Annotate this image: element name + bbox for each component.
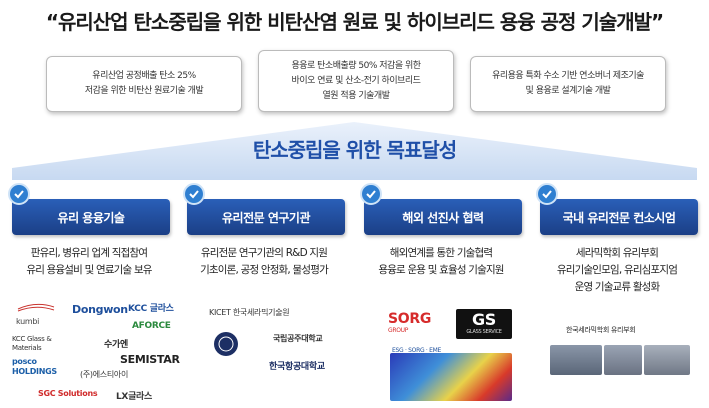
goal-banner: 탄소중립을 위한 목표달성: [12, 120, 697, 180]
column-3-line-2: 용융로 운용 및 효율성 기술지원: [378, 264, 504, 276]
column-3-line-1: 해외연계를 통한 기술협력: [389, 247, 493, 259]
column-2-line-1: 유리전문 연구기관의 R&D 지원: [200, 247, 328, 259]
goal-1-line-2: 저감을 위한 비탄산 원료기술 개발: [84, 86, 204, 96]
column-overseas: 해외 선진사 협력 해외연계를 통한 기술협력 용융로 운용 및 효율성 기술지…: [360, 183, 522, 408]
category-button-research[interactable]: 유리전문 연구기관: [187, 199, 345, 235]
furnace-simulation-image: [390, 353, 512, 401]
semistar-logo: SEMISTAR: [120, 353, 180, 366]
check-icon: [8, 183, 30, 205]
column-2-description: 유리전문 연구기관의 R&D 지원 기초이론, 공정 안정화, 물성평가: [179, 245, 349, 279]
goal-boxes: 유리산업 공정배출 탄소 25% 저감을 위한 비탄산 원료기술 개발 용융로 …: [0, 50, 709, 114]
seminar-photo-2: [604, 345, 642, 375]
column-4-description: 세라믹학회 유리부회 유리기술인모임, 유리심포지엄 운영 기술교류 활성화: [532, 245, 702, 296]
kumbi-logo: kumbi: [16, 301, 56, 326]
kumbi-mark: [17, 303, 55, 312]
kcers-logo: 한국세라믹학회 유리부회: [566, 326, 636, 334]
category-button-consortium[interactable]: 국내 유리전문 컨소시엄: [540, 199, 698, 235]
goal-2-line-1: 용융로 탄소배출량 50% 저감을 위한: [291, 60, 421, 71]
column-1-line-2: 유리 용융설비 및 연료기술 보유: [26, 264, 152, 276]
check-icon: [183, 183, 205, 205]
goal-box-1: 유리산업 공정배출 탄소 25% 저감을 위한 비탄산 원료기술 개발: [46, 56, 242, 112]
column-1-description: 판유리, 병유리 업계 직접참여 유리 용융설비 및 연료기술 보유: [4, 245, 174, 279]
kumbi-text: kumbi: [16, 317, 40, 326]
snu-emblem: [213, 331, 239, 359]
check-icon: [536, 183, 558, 205]
kcc-logo: KCC 글라스: [128, 304, 174, 314]
kicet-logo: KICET 한국세라믹기술원: [209, 308, 290, 317]
sgc-logo: SGC Solutions: [38, 389, 98, 398]
sugaeng-logo: 수가엔: [104, 340, 128, 350]
column-research: 유리전문 연구기관 유리전문 연구기관의 R&D 지원 기초이론, 공정 안정화…: [183, 183, 345, 408]
kongju-logo: 국립공주대학교: [273, 334, 323, 343]
column-1-line-1: 판유리, 병유리 업계 직접참여: [30, 247, 148, 259]
seminar-photo-3: [644, 345, 690, 375]
goal-3-line-2: 및 용융로 설계기술 개발: [525, 86, 611, 96]
banner-background: [12, 122, 697, 180]
goal-1-line-1: 유리산업 공정배출 탄소 25%: [92, 71, 196, 81]
sti-logo: (주)에스티아이: [80, 370, 129, 379]
column-2-line-2: 기초이론, 공정 안정화, 물성평가: [200, 264, 329, 276]
goal-2-line-2: 바이오 연료 및 산소-전기 하이브리드: [291, 75, 421, 86]
gs-text: GS: [471, 310, 497, 329]
aforce-logo: AFORCE: [132, 321, 171, 331]
gs-sub-text: GLASS SERVICE: [466, 329, 502, 335]
column-glass-melting: 유리 용융기술 판유리, 병유리 업계 직접참여 유리 용융설비 및 연료기술 …: [8, 183, 180, 408]
category-button-glass-melting[interactable]: 유리 용융기술: [12, 199, 170, 235]
sorg-logo: SORG GROUP: [388, 311, 431, 334]
goal-3-line-1: 유리용융 특화 수소 기반 연소버너 제조기술: [492, 71, 644, 81]
kcc-materials-logo: KCC Glass & Materials: [12, 335, 52, 352]
column-4-line-2: 유리기술인모임, 유리심포지엄: [556, 264, 678, 276]
main-title: “유리산업 탄소중립을 위한 비탄산염 원료 및 하이브리드 용융 공정 기술개…: [45, 10, 664, 34]
kau-logo: 한국항공대학교: [269, 362, 325, 372]
column-4-line-1: 세라믹학회 유리부회: [575, 247, 659, 259]
sorg-text: SORG: [388, 311, 432, 327]
column-consortium: 국내 유리전문 컨소시엄 세라믹학회 유리부회 유리기술인모임, 유리심포지엄 …: [536, 183, 698, 408]
goal-2-line-3: 열원 적용 기술개발: [322, 90, 390, 101]
seminar-photo-1: [550, 345, 602, 375]
dongwon-logo: Dongwon: [72, 303, 128, 316]
lx-logo: LX글라스: [116, 392, 153, 402]
banner-title: 탄소중립을 위한 목표달성: [252, 138, 457, 162]
sorg-sub-text: GROUP: [388, 327, 409, 334]
check-icon: [360, 183, 382, 205]
emblem-icon: [214, 332, 238, 356]
category-button-overseas[interactable]: 해외 선진사 협력: [364, 199, 522, 235]
column-3-description: 해외연계를 통한 기술협력 용융로 운용 및 효율성 기술지원: [356, 245, 526, 279]
esg-logo: ESG · SORG · EME: [392, 347, 442, 354]
column-4-line-3: 운영 기술교류 활성화: [574, 281, 661, 293]
posco-logo: posco HOLDINGS: [12, 357, 57, 376]
goal-box-3: 유리용융 특화 수소 기반 연소버너 제조기술 및 용융로 설계기술 개발: [470, 56, 666, 112]
goal-box-2: 용융로 탄소배출량 50% 저감을 위한 바이오 연료 및 산소-전기 하이브리…: [258, 50, 454, 112]
gs-logo: GS GLASS SERVICE: [456, 309, 512, 339]
